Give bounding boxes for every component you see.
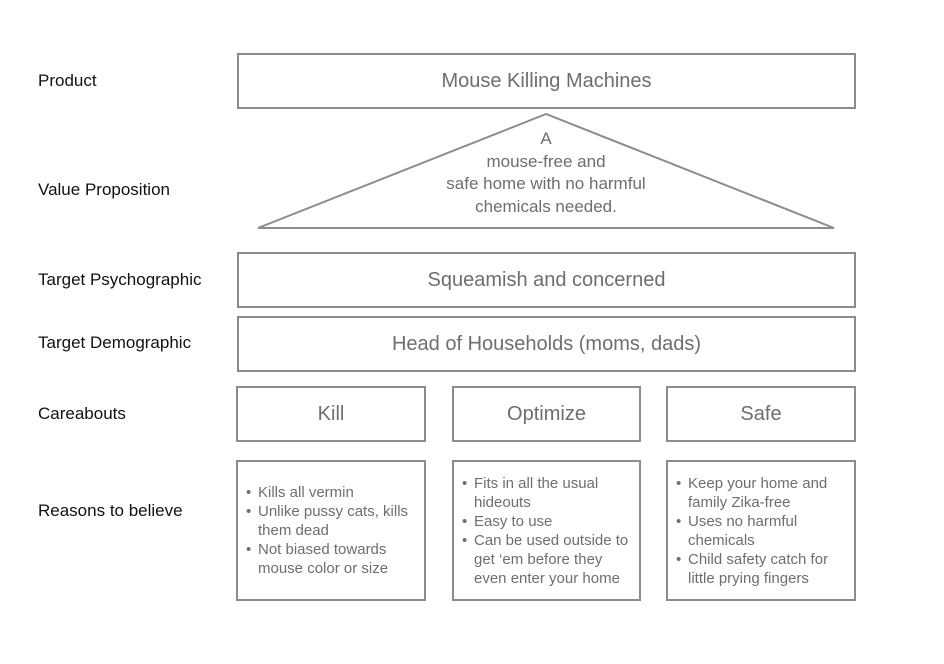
triangle-shape xyxy=(257,112,835,229)
reasons-kill-list: Kills all vermin Unlike pussy cats, kill… xyxy=(246,483,416,578)
careabouts-row-label: Careabouts xyxy=(38,404,126,423)
reason-item: Keep your home and family Zika-free xyxy=(676,474,846,512)
value-proposition-line: chemicals needed. xyxy=(475,196,617,216)
reasons-to-believe-row-label: Reasons to believe xyxy=(38,501,183,520)
target-psychographic-row-label: Target Psychographic xyxy=(38,270,202,289)
value-proposition-line: mouse-free and xyxy=(486,151,606,171)
reasons-safe-box: Keep your home and family Zika-free Uses… xyxy=(666,460,856,601)
value-proposition-line: safe home with no harmful xyxy=(446,174,646,193)
reason-item: Kills all vermin xyxy=(246,483,416,502)
reasons-optimize-list: Fits in all the usual hideouts Easy to u… xyxy=(462,474,631,588)
reasons-optimize-box: Fits in all the usual hideouts Easy to u… xyxy=(452,460,641,601)
reasons-kill-box: Kills all vermin Unlike pussy cats, kill… xyxy=(236,460,426,601)
careabout-safe-box: Safe xyxy=(666,386,856,442)
reason-item: Not biased towards mouse color or size xyxy=(246,540,416,578)
product-box: Mouse Killing Machines xyxy=(237,53,856,109)
careabout-optimize-box: Optimize xyxy=(452,386,641,442)
careabout-kill-box: Kill xyxy=(236,386,426,442)
reason-item: Unlike pussy cats, kills them dead xyxy=(246,502,416,540)
careabout-kill-text: Kill xyxy=(317,402,345,425)
reason-item: Fits in all the usual hideouts xyxy=(462,474,631,512)
product-text: Mouse Killing Machines xyxy=(441,69,652,92)
reasons-safe-list: Keep your home and family Zika-free Uses… xyxy=(676,474,846,588)
reason-item: Easy to use xyxy=(462,512,631,531)
target-demographic-row-label: Target Demographic xyxy=(38,333,192,352)
value-proposition-row-label: Value Proposition xyxy=(38,180,170,199)
value-proposition-line: A xyxy=(540,129,552,148)
value-proposition-text: A mouse-free and safe home with no harmf… xyxy=(256,128,836,218)
reason-item: Uses no harmful chemicals xyxy=(676,512,846,550)
product-row-label: Product xyxy=(38,71,97,90)
reason-item: Can be used outside to get ‘em before th… xyxy=(462,531,631,588)
target-psychographic-text: Squeamish and concerned xyxy=(427,268,666,291)
target-demographic-box: Head of Households (moms, dads) xyxy=(237,316,856,372)
value-proposition-triangle: A mouse-free and safe home with no harmf… xyxy=(256,112,836,230)
careabout-safe-text: Safe xyxy=(740,402,782,425)
target-demographic-text: Head of Households (moms, dads) xyxy=(391,332,702,355)
reason-item: Child safety catch for little prying fin… xyxy=(676,550,846,588)
target-psychographic-box: Squeamish and concerned xyxy=(237,252,856,308)
careabout-optimize-text: Optimize xyxy=(507,402,586,425)
